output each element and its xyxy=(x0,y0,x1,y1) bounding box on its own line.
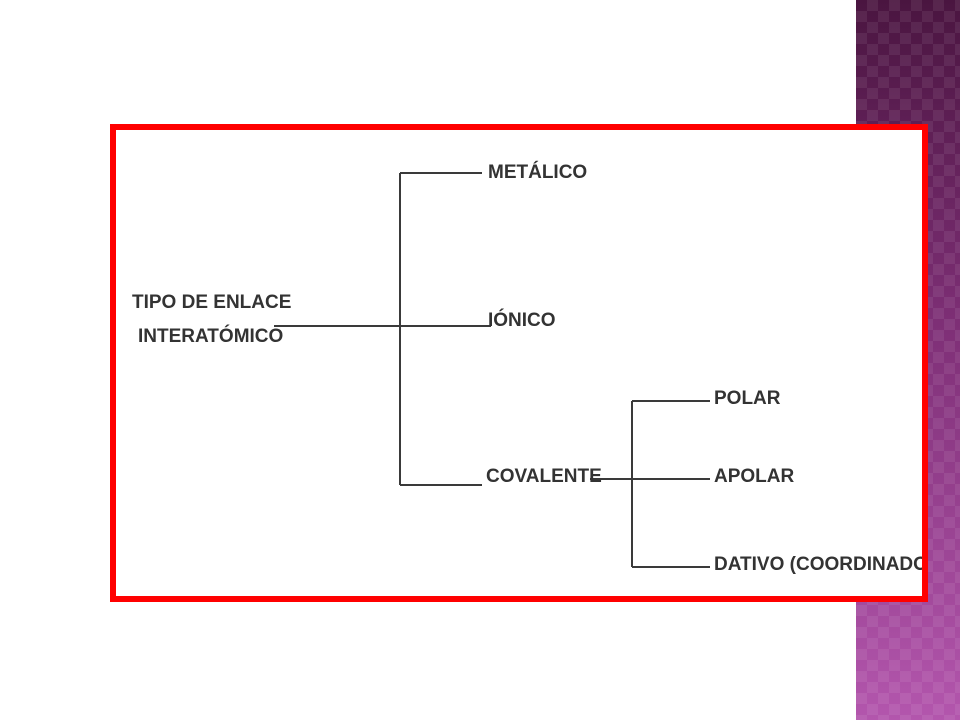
branch-label-covalente: COVALENTE xyxy=(486,466,602,487)
connector-lines xyxy=(274,172,710,568)
classification-tree: TIPO DE ENLACE INTERATÓMICO METÁLICO IÓN… xyxy=(132,161,922,575)
sub-label-polar: POLAR xyxy=(714,388,781,409)
root-label-line2: INTERATÓMICO xyxy=(138,325,283,347)
sub-label-apolar: APOLAR xyxy=(714,466,795,487)
branch-label-metalico: METÁLICO xyxy=(488,161,587,183)
sub-label-dativo: DATIVO (COORDINADO) xyxy=(714,554,922,575)
root-label-line1: TIPO DE ENLACE xyxy=(132,292,291,313)
diagram-frame: TIPO DE ENLACE INTERATÓMICO METÁLICO IÓN… xyxy=(110,124,928,602)
branch-label-ionico: IÓNICO xyxy=(488,309,556,331)
